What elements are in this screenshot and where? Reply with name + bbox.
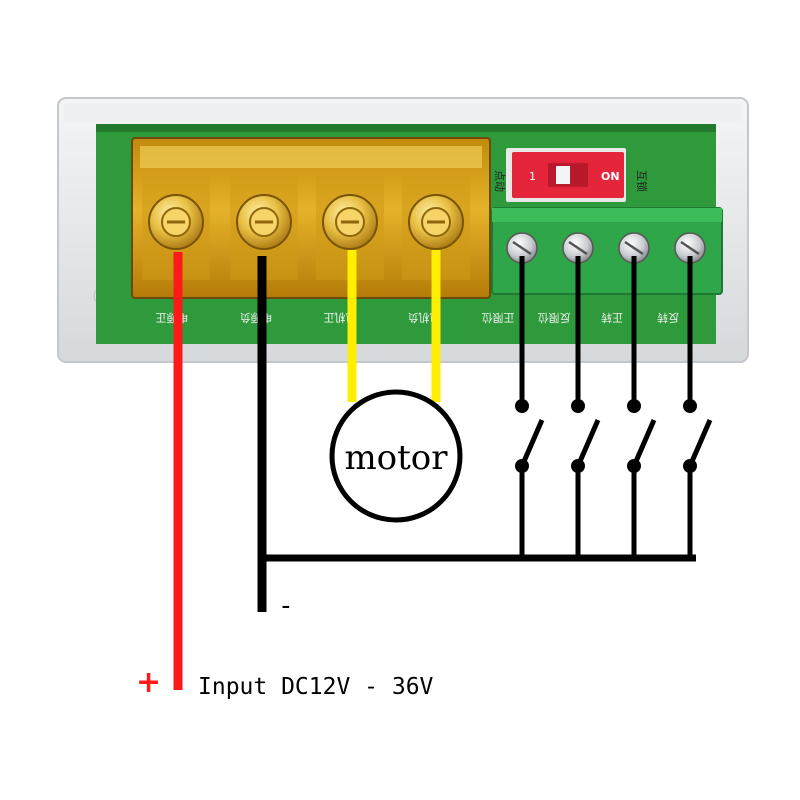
dip-switch[interactable]: 1 ON 点动 互锁 xyxy=(493,148,649,202)
wires xyxy=(173,250,696,690)
motor: motor xyxy=(329,389,463,523)
minus-sign: - xyxy=(278,591,294,621)
dip-on-label: ON xyxy=(601,170,620,183)
signal-switch-1 xyxy=(515,256,545,558)
signal-switches xyxy=(515,256,713,558)
pin-label-2: 电源负 xyxy=(240,311,273,325)
pin-label-5: 正限位 xyxy=(482,311,515,325)
pin-label-6: 反限位 xyxy=(538,311,571,325)
plus-sign: + xyxy=(136,665,161,700)
pin-label-1: 电源正 xyxy=(156,311,189,325)
signal-switch-4 xyxy=(683,256,713,558)
dip-position-label: 1 xyxy=(529,170,536,183)
pin-label-8: 反转 xyxy=(657,311,679,325)
signal-switch-2 xyxy=(571,256,601,558)
connector-screw-3[interactable] xyxy=(618,232,650,264)
input-voltage-label: Input DC12V - 36V xyxy=(198,674,434,700)
motor-label: motor xyxy=(344,438,448,478)
connector-screw-4[interactable] xyxy=(674,232,706,264)
signal-switch-3 xyxy=(627,256,657,558)
signal-connector xyxy=(491,207,723,295)
dip-left-label: 点动 xyxy=(493,170,506,192)
pin-label-7: 正转 xyxy=(601,311,623,325)
dip-right-label: 互锁 xyxy=(635,170,649,192)
